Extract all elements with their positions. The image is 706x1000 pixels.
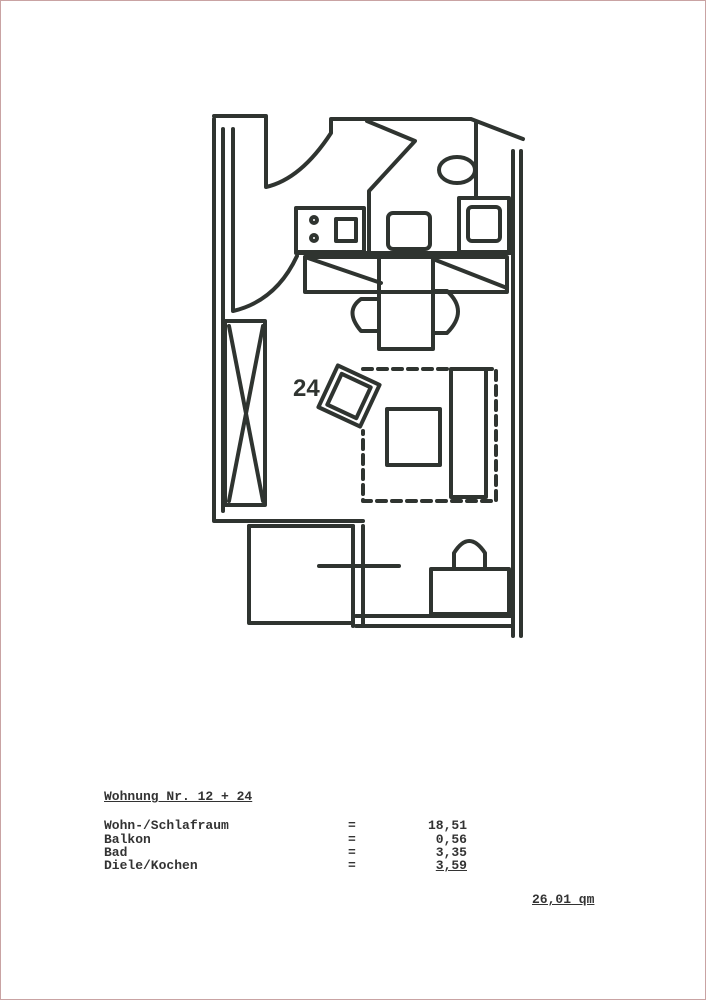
total-area: 26,01 qm	[532, 892, 595, 907]
apartment-title: Wohnung Nr. 12 + 24	[104, 789, 253, 804]
room-area: 0,56	[435, 832, 467, 847]
room-name: Diele/Kochen	[104, 858, 198, 873]
room-area: 3,35	[435, 845, 467, 860]
sofa	[449, 367, 488, 499]
dining-table	[350, 255, 460, 351]
bathtub	[429, 567, 511, 616]
toilet	[437, 155, 477, 185]
room-name: Balkon	[104, 832, 151, 847]
bathroom	[429, 539, 511, 616]
equals-sign: =	[348, 858, 356, 873]
room-name: Wohn-/Schlafraum	[104, 818, 229, 833]
sink	[386, 211, 432, 251]
walls	[212, 114, 525, 638]
equals-sign: =	[348, 845, 356, 860]
kitchen	[294, 155, 513, 294]
burner-icon	[309, 215, 319, 225]
room-area: 18,51	[427, 818, 467, 833]
room-number-label: 24	[293, 375, 320, 402]
living-area: 24	[293, 363, 498, 503]
stove	[294, 206, 366, 254]
equals-sign: =	[348, 818, 356, 833]
room-name: Bad	[104, 845, 128, 860]
oven	[334, 217, 358, 243]
equals-sign: =	[348, 832, 356, 847]
room-area: 3,59	[435, 858, 467, 873]
wardrobe	[223, 319, 267, 507]
coffee-table	[385, 407, 442, 467]
armchair	[316, 363, 382, 429]
burner-icon	[309, 233, 319, 243]
